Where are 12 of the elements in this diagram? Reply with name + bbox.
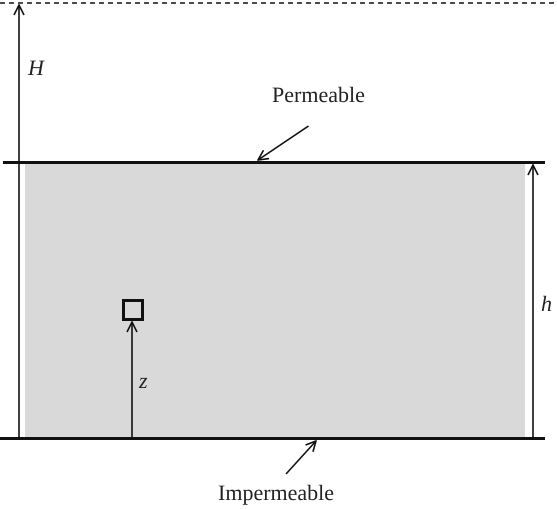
position-arrow [126,321,138,437]
edge-label: z [139,370,148,392]
leader-arrow [257,125,309,161]
edge-label: h [541,293,552,315]
boundary-label: Permeable [272,84,365,106]
dimension-label: H [28,57,44,79]
height-arrow [527,164,539,437]
boundary-label: Impermeable [218,482,334,504]
boundary-line [0,437,545,440]
boundary-line [3,161,545,164]
soil-element-square [122,299,144,321]
leader-arrow [285,440,317,475]
